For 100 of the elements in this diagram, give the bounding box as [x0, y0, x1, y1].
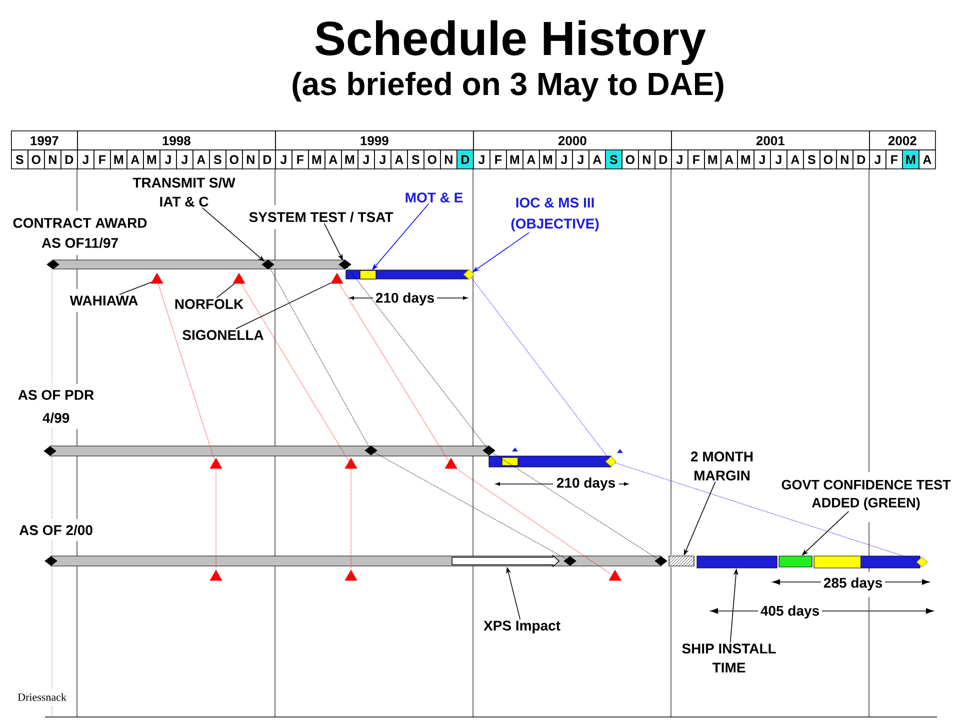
marker-box — [360, 270, 376, 280]
month-cell: M — [110, 150, 128, 170]
month-cell: D — [852, 150, 870, 170]
connector-line — [338, 283, 450, 462]
milestone-diamond — [482, 446, 496, 456]
milestone-triangle — [210, 458, 222, 469]
month-cell: J — [160, 150, 177, 170]
month-cell: J — [77, 150, 94, 170]
month-cell: M — [341, 150, 358, 170]
milestone-triangle — [344, 570, 358, 581]
hatched-bar — [668, 556, 694, 566]
month-cell: J — [572, 150, 590, 170]
row-label: AS OF PDR 4/99 — [18, 390, 94, 424]
annotation: GOVT CONFIDENCE TEST ADDED (GREEN) — [782, 480, 951, 510]
annotation: IOC & MS III (OBJECTIVE) — [511, 198, 599, 232]
milestone-triangle — [444, 458, 458, 469]
annotation: NORFOLK — [175, 299, 244, 309]
month-cell: A — [324, 150, 342, 170]
connector-line — [471, 277, 609, 459]
month-cell: M — [539, 150, 556, 170]
year-cell: 2001 — [671, 130, 870, 150]
month-cell: J — [754, 150, 771, 170]
annotation: SYSTEM TEST / TSAT — [249, 212, 394, 222]
annotation: SHIP INSTALL TIME — [682, 644, 776, 672]
month-cell: F — [94, 150, 111, 170]
month-cell: A — [720, 150, 738, 170]
bar-segment — [778, 556, 812, 568]
connector-line — [374, 452, 566, 560]
month-cell: D — [60, 150, 78, 170]
milestone-diamond — [262, 260, 274, 270]
milestone-diamond — [564, 556, 576, 566]
month-cell: A — [588, 150, 606, 170]
month-cell: N — [638, 150, 656, 170]
month-cell: J — [473, 150, 490, 170]
month-cell: F — [688, 150, 705, 170]
connector-line — [614, 462, 918, 561]
milestone-diamond — [654, 556, 668, 566]
row-label: CONTRACT AWARD AS OF11/97 — [13, 218, 147, 248]
leader-line — [235, 282, 332, 330]
annotation: TRANSMIT S/W IAT & C — [132, 177, 236, 207]
annotation: 2 MONTH MARGIN — [691, 452, 753, 480]
month-cell: M — [143, 150, 160, 170]
hollow-arrow — [452, 554, 560, 568]
month-cell: O — [622, 150, 639, 170]
month-cell: S — [803, 150, 820, 170]
milestone-triangle — [330, 272, 344, 284]
connector-line — [270, 268, 370, 448]
year-cell: 2000 — [473, 130, 672, 150]
month-cell: F — [490, 150, 507, 170]
month-cell: S — [209, 150, 226, 170]
month-cell: N — [242, 150, 260, 170]
month-cell: O — [28, 150, 45, 170]
year-cell: 1997 — [11, 130, 78, 150]
month-cell: S — [11, 150, 28, 170]
year-cell: 2002 — [869, 130, 936, 150]
month-cell: S — [605, 150, 622, 170]
month-cell: J — [374, 150, 392, 170]
milestone-triangle — [344, 458, 358, 469]
row-label: AS OF 2/00 — [19, 524, 92, 536]
author-note: Driessnack — [18, 693, 66, 701]
month-cell: O — [424, 150, 441, 170]
milestone-diamond — [364, 446, 378, 456]
connector-line — [456, 468, 612, 576]
dimension-label: 285 days — [824, 577, 882, 591]
dimension-label: 405 days — [760, 605, 819, 619]
connector-line — [492, 452, 658, 559]
month-cell: A — [390, 150, 408, 170]
month-cell: M — [737, 150, 754, 170]
month-cell: A — [918, 150, 936, 170]
month-cell: D — [258, 150, 276, 170]
month-cell: J — [176, 150, 194, 170]
annotation: WAHIAWA — [70, 296, 138, 306]
year-cell: 1999 — [275, 130, 474, 150]
month-cell: F — [292, 150, 309, 170]
month-cell: M — [308, 150, 326, 170]
dimension-label: 210 days — [376, 292, 434, 306]
month-cell: O — [820, 150, 837, 170]
leader-line — [119, 282, 152, 295]
month-cell: D — [654, 150, 672, 170]
month-cell: A — [192, 150, 210, 170]
month-cell: M — [704, 150, 722, 170]
month-cell: J — [275, 150, 292, 170]
month-cell: J — [358, 150, 375, 170]
dimension-label: 210 days — [556, 477, 615, 491]
month-cell: J — [770, 150, 788, 170]
month-cell: M — [506, 150, 524, 170]
month-cell: F — [886, 150, 903, 170]
connector-line — [240, 283, 350, 462]
month-cell: O — [226, 150, 243, 170]
month-cell: A — [522, 150, 540, 170]
month-cell: J — [869, 150, 886, 170]
annotation: XPS Impact — [484, 620, 560, 634]
month-cell: N — [836, 150, 854, 170]
bar-segment — [696, 556, 778, 568]
month-cell: M — [902, 150, 920, 170]
month-cell: J — [556, 150, 573, 170]
milestone-diamond — [605, 456, 617, 467]
connector-line — [347, 267, 487, 448]
year-cell: 1998 — [77, 130, 276, 150]
annotation: MOT & E — [406, 192, 463, 202]
